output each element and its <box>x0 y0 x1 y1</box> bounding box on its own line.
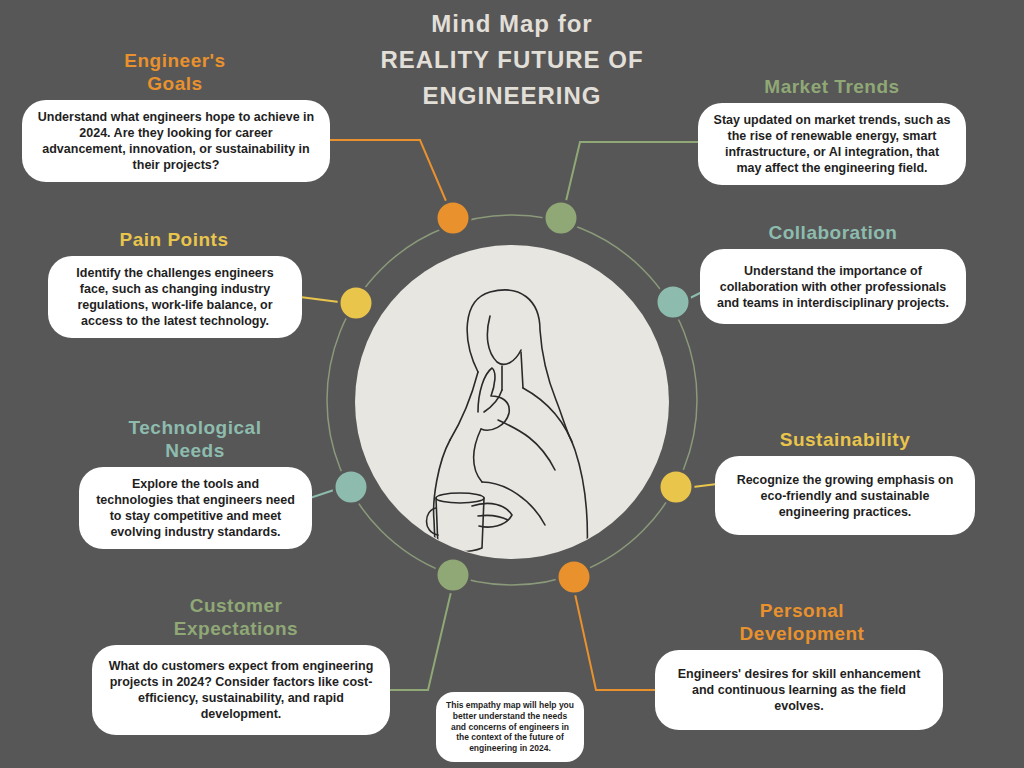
orbit-ring <box>327 215 697 585</box>
mind-map-box: Personal DevelopmentEngineers' desires f… <box>655 650 943 730</box>
branch-text: Identify the challenges engineers face, … <box>62 265 288 329</box>
mind-map-box: Pain PointsIdentify the challenges engin… <box>48 256 302 338</box>
branch-heading: Engineer's Goals <box>105 49 245 95</box>
branch-text: Understand what engineers hope to achiev… <box>36 109 316 173</box>
branch-heading: Market Trends <box>717 75 947 98</box>
mind-map-box: Market TrendsStay updated on market tren… <box>698 103 966 185</box>
mind-map-box: Engineer's GoalsUnderstand what engineer… <box>22 100 330 182</box>
branch-text: Explore the tools and technologies that … <box>93 476 298 540</box>
note-box: This empathy map will help you better un… <box>436 692 584 762</box>
branch-text: Recognize the growing emphasis on eco-fr… <box>729 472 961 520</box>
mind-map-box: SustainabilityRecognize the growing emph… <box>715 456 975 535</box>
branch-heading: Technological Needs <box>113 416 278 462</box>
mind-map-box: CollaborationUnderstand the importance o… <box>700 249 966 324</box>
mind-map-box: Technological NeedsExplore the tools and… <box>79 467 312 549</box>
branch-text: Engineers' desires for skill enhancement… <box>669 666 929 714</box>
branch-text: Understand the importance of collaborati… <box>714 263 952 311</box>
branch-text: What do customers expect from engineerin… <box>106 658 376 722</box>
branch-dots <box>334 201 693 594</box>
map-title: Mind Map for REALITY FUTURE OF ENGINEERI… <box>377 6 647 114</box>
branch-heading: Pain Points <box>64 228 284 251</box>
branch-text: Stay updated on market trends, such as t… <box>712 112 952 176</box>
branch-heading: Collaboration <box>723 221 943 244</box>
branch-heading: Personal Development <box>722 599 882 645</box>
mind-map-box: Customer ExpectationsWhat do customers e… <box>92 645 390 735</box>
leader-lines <box>300 140 717 690</box>
note-text: This empathy map will help you better un… <box>446 700 574 753</box>
center-circle <box>355 245 669 559</box>
branch-heading: Customer Expectations <box>156 594 316 640</box>
branch-heading: Sustainability <box>735 428 955 451</box>
woman-illustration <box>427 290 588 570</box>
